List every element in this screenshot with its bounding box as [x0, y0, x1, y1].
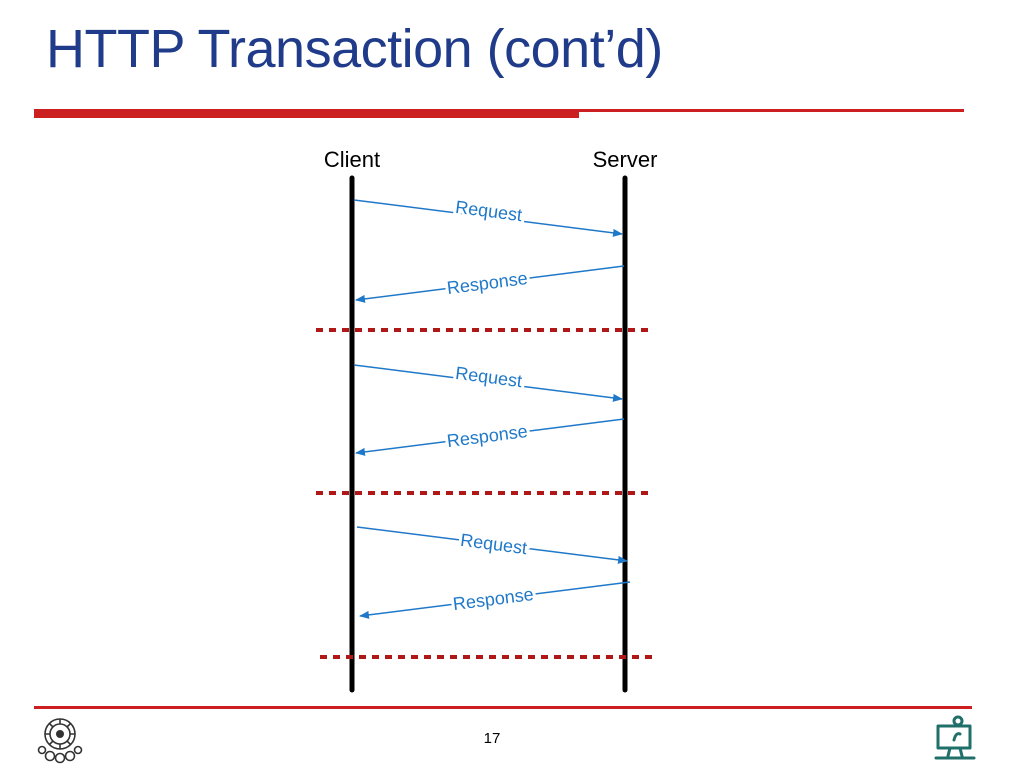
request-label: Request	[454, 197, 523, 225]
page-number: 17	[483, 730, 501, 747]
client-label: Client	[324, 147, 380, 172]
request-label: Request	[459, 530, 528, 558]
response-label: Response	[446, 268, 529, 298]
computer-department-icon	[934, 715, 976, 760]
request-label: Request	[454, 363, 523, 391]
header-rule-thick	[34, 111, 579, 118]
request-arrow	[356, 526, 628, 564]
response-arrow	[355, 265, 625, 303]
response-arrow	[355, 418, 625, 456]
response-label: Response	[446, 421, 529, 451]
footer-rule	[34, 706, 972, 709]
response-arrow	[359, 581, 631, 619]
request-arrow	[353, 364, 623, 402]
request-arrow	[353, 199, 623, 237]
response-label: Response	[452, 584, 535, 614]
header-rule-thin	[34, 109, 964, 112]
university-emblem-icon	[37, 718, 83, 764]
slide-title: HTTP Transaction (cont’d)	[46, 19, 663, 79]
server-label: Server	[593, 147, 658, 172]
